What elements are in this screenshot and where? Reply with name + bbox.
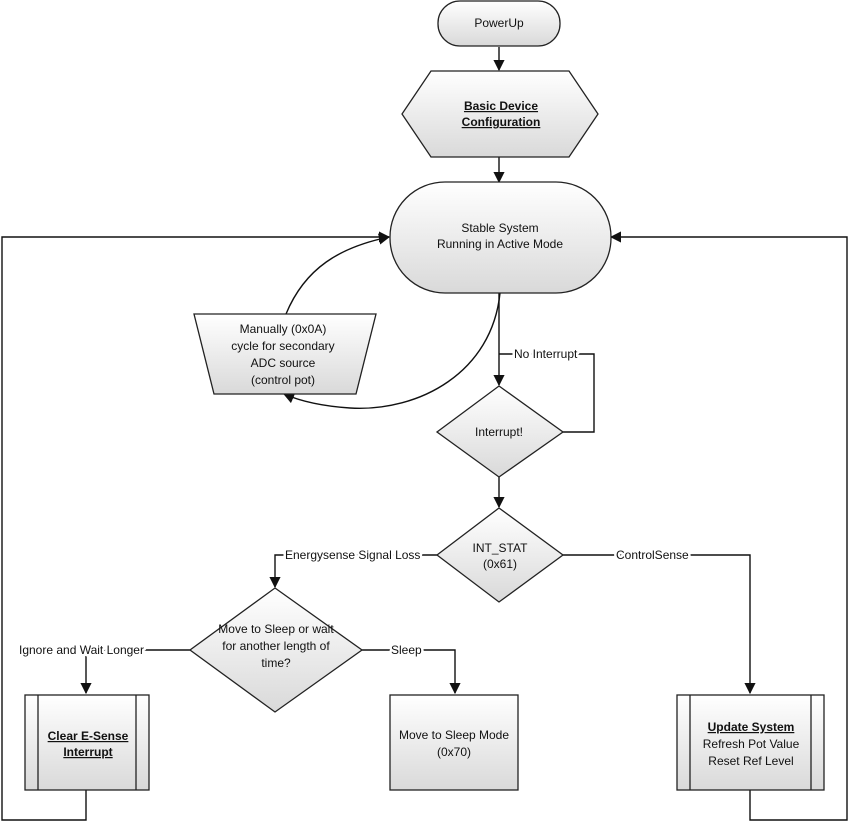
int-stat-label-1: INT_STAT	[473, 541, 529, 555]
node-sleep-decision: Move to Sleep or wait for another length…	[188, 587, 364, 713]
node-interrupt-decision: Interrupt!	[435, 385, 565, 478]
edge-label-no-interrupt: No Interrupt	[514, 347, 578, 361]
manual-label-4: (control pot)	[251, 373, 315, 387]
node-int-stat-decision: INT_STAT (0x61)	[435, 507, 565, 603]
manual-label-1: Manually (0x0A)	[240, 322, 327, 336]
edge-decision-to-sleep	[362, 649, 461, 695]
edge-manual-to-stable	[285, 233, 391, 315]
node-stable-system: Stable System Running in Active Mode	[389, 181, 612, 294]
edge-label-sleep: Sleep	[391, 643, 422, 657]
sleep-mode-label-2: (0x70)	[437, 745, 471, 759]
update-label-2: Refresh Pot Value	[703, 737, 800, 751]
sleep-decision-label-2: for another length of	[222, 639, 330, 653]
sleep-decision-label-1: Move to Sleep or wait	[218, 622, 334, 636]
basic-config-label-2: Configuration	[462, 115, 541, 129]
update-label-1: Update System	[708, 720, 795, 734]
node-clear-esense: Clear E-Sense Interrupt	[24, 694, 150, 791]
edge-no-interrupt-loop	[499, 353, 595, 433]
clear-label-1: Clear E-Sense	[48, 729, 129, 743]
node-sleep-mode: Move to Sleep Mode (0x70)	[389, 694, 519, 791]
edge-decision-to-clear	[80, 649, 190, 695]
basic-config-label-1: Basic Device	[464, 99, 538, 113]
node-basic-config: Basic Device Configuration	[401, 70, 599, 158]
edge-intstat-to-decision	[269, 554, 437, 589]
edge-update-loop-back	[609, 231, 848, 821]
int-stat-label-2: (0x61)	[483, 557, 517, 571]
edge-intstat-to-update	[563, 554, 756, 695]
edge-clear-loop-back	[1, 231, 391, 821]
sleep-decision-label-3: time?	[261, 656, 291, 670]
manual-label-3: ADC source	[251, 356, 316, 370]
node-manual-cycle: Manually (0x0A) cycle for secondary ADC …	[193, 313, 377, 395]
node-update-system: Update System Refresh Pot Value Reset Re…	[676, 694, 825, 791]
edge-label-energysense-loss: Energysense Signal Loss	[285, 548, 420, 562]
clear-label-2: Interrupt	[63, 745, 112, 759]
manual-label-2: cycle for secondary	[231, 339, 334, 353]
edge-label-ignore-wait: Ignore and Wait Longer	[19, 643, 144, 657]
edge-stable-to-manual	[282, 292, 501, 409]
powerup-label: PowerUp	[474, 16, 524, 30]
interrupt-label: Interrupt!	[475, 425, 523, 439]
stable-label-1: Stable System	[461, 221, 538, 235]
stable-label-2: Running in Active Mode	[437, 237, 563, 251]
sleep-mode-label-1: Move to Sleep Mode	[399, 728, 509, 742]
edge-label-controlsense: ControlSense	[616, 548, 689, 562]
node-powerup: PowerUp	[437, 0, 561, 47]
update-label-3: Reset Ref Level	[708, 754, 793, 768]
